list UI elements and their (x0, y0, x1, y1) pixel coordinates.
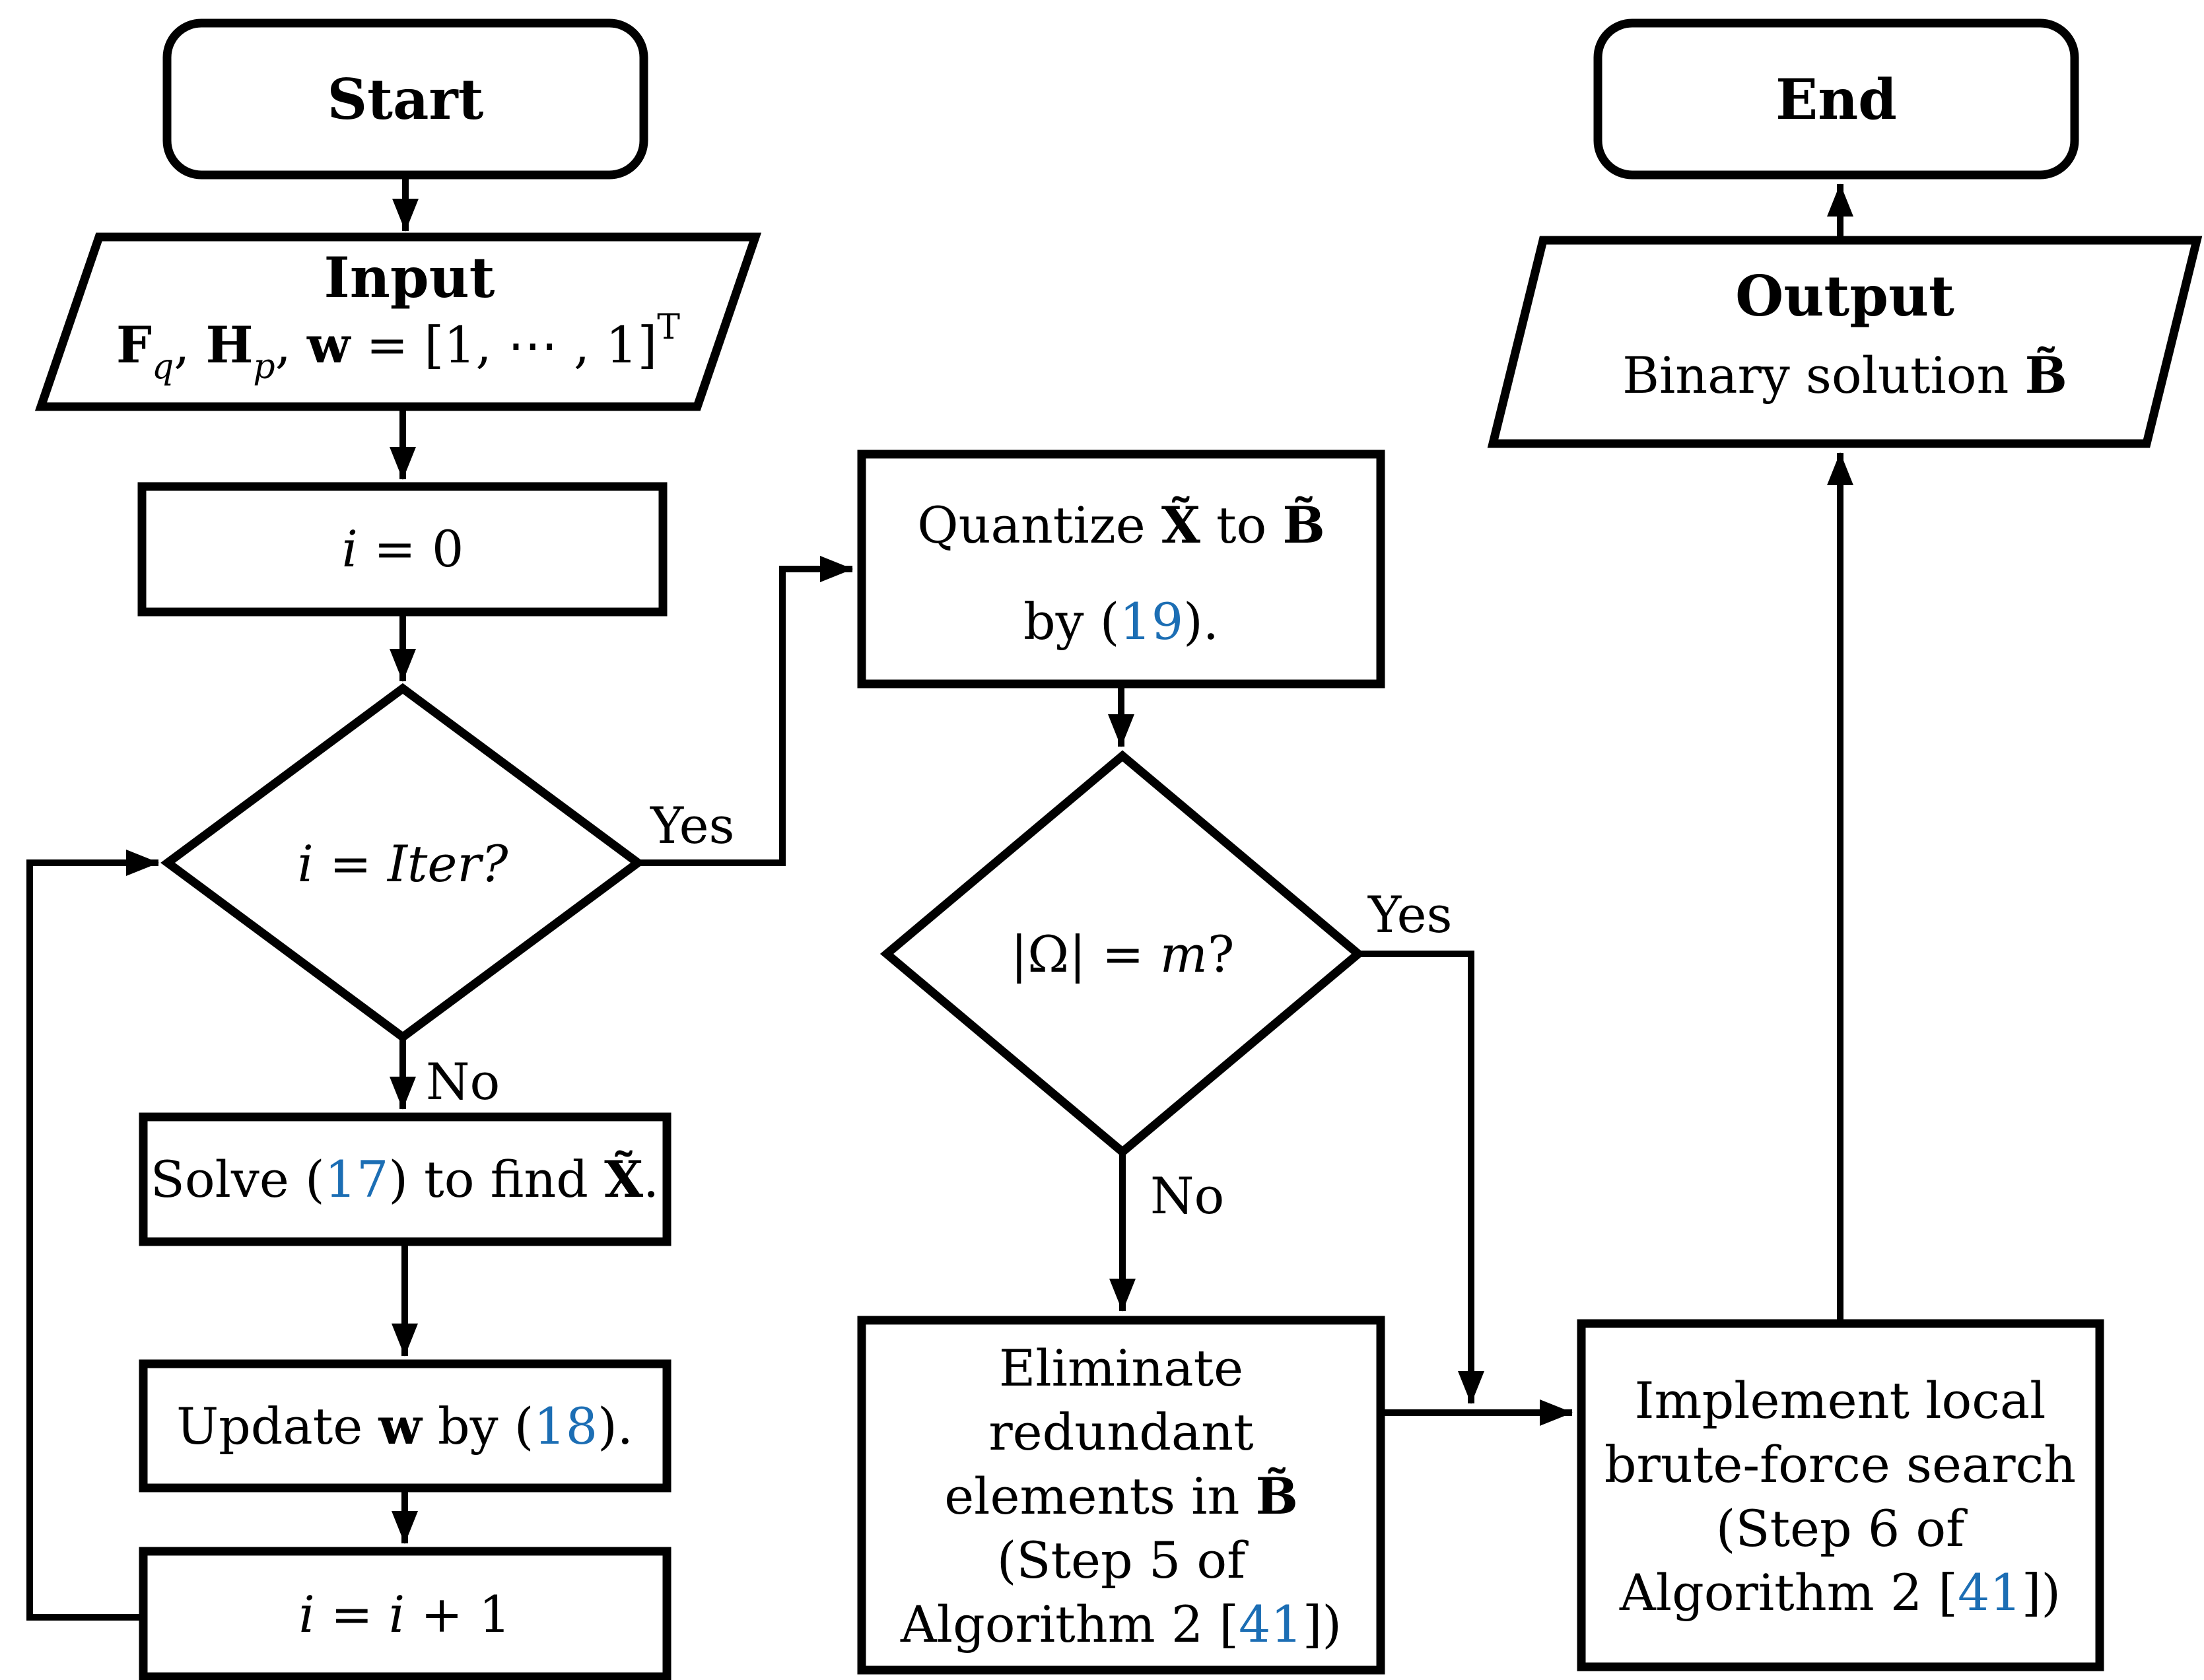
omega-no-label: No (1150, 1166, 1224, 1225)
iter-yes-label: Yes (650, 796, 735, 855)
end-label: End (1775, 67, 1897, 132)
iter-no-label: No (426, 1052, 500, 1111)
iter-decision-node (160, 683, 645, 1043)
solve-node (139, 1112, 672, 1246)
eliminate-label-line5: Algorithm 2 [41]) (900, 1595, 1342, 1654)
arrow-iter-yes-to-quantize (638, 556, 853, 866)
brute-force-label-line3: (Step 6 of (1716, 1499, 1968, 1558)
end-node (1593, 18, 2079, 180)
eliminate-label-line2: redundant (988, 1403, 1253, 1462)
brute-force-node (1577, 1319, 2104, 1671)
iter-decision-label: i = Iter? (298, 834, 509, 893)
update-node (139, 1359, 672, 1493)
quantize-label-line2: by (19). (1023, 592, 1219, 651)
output-title: Output (1735, 263, 1954, 329)
update-label: Update w by (18). (176, 1397, 633, 1456)
solve-label: Solve (17) to find X̃. (151, 1150, 659, 1209)
quantize-node (857, 450, 1385, 689)
eliminate-node (857, 1316, 1385, 1675)
input-node (34, 232, 762, 411)
input-formula: Fq, Hp, w = [1, ⋯ , 1]T (116, 308, 680, 387)
increment-node (139, 1547, 672, 1680)
start-node (162, 18, 648, 180)
brute-force-label-line4: Algorithm 2 [41]) (1619, 1563, 2061, 1622)
omega-yes-label: Yes (1367, 885, 1453, 944)
eliminate-label-line4: (Step 5 of (997, 1531, 1249, 1590)
init-node (137, 482, 668, 617)
omega-decision-label: |Ω| = m? (1010, 925, 1234, 984)
eliminate-label-line3: elements in B̃ (944, 1467, 1298, 1526)
init-label: i = 0 (342, 520, 464, 578)
arrow-omega-yes-to-junction (1358, 951, 1484, 1404)
output-node (1487, 236, 2203, 448)
omega-decision-node (879, 750, 1365, 1158)
output-label-line2: Binary solution B̃ (1622, 346, 2067, 405)
brute-force-label-line1: Implement local (1635, 1371, 2046, 1430)
quantize-label-line1: Quantize X̃ to B̃ (917, 496, 1325, 554)
eliminate-label-line1: Eliminate (999, 1339, 1243, 1397)
increment-label: i = i + 1 (299, 1585, 511, 1644)
arrow-loop-back-to-iter-decision (26, 850, 159, 1621)
start-label: Start (327, 67, 484, 132)
brute-force-label-line2: brute-force search (1604, 1435, 2076, 1494)
input-title: Input (324, 245, 495, 310)
